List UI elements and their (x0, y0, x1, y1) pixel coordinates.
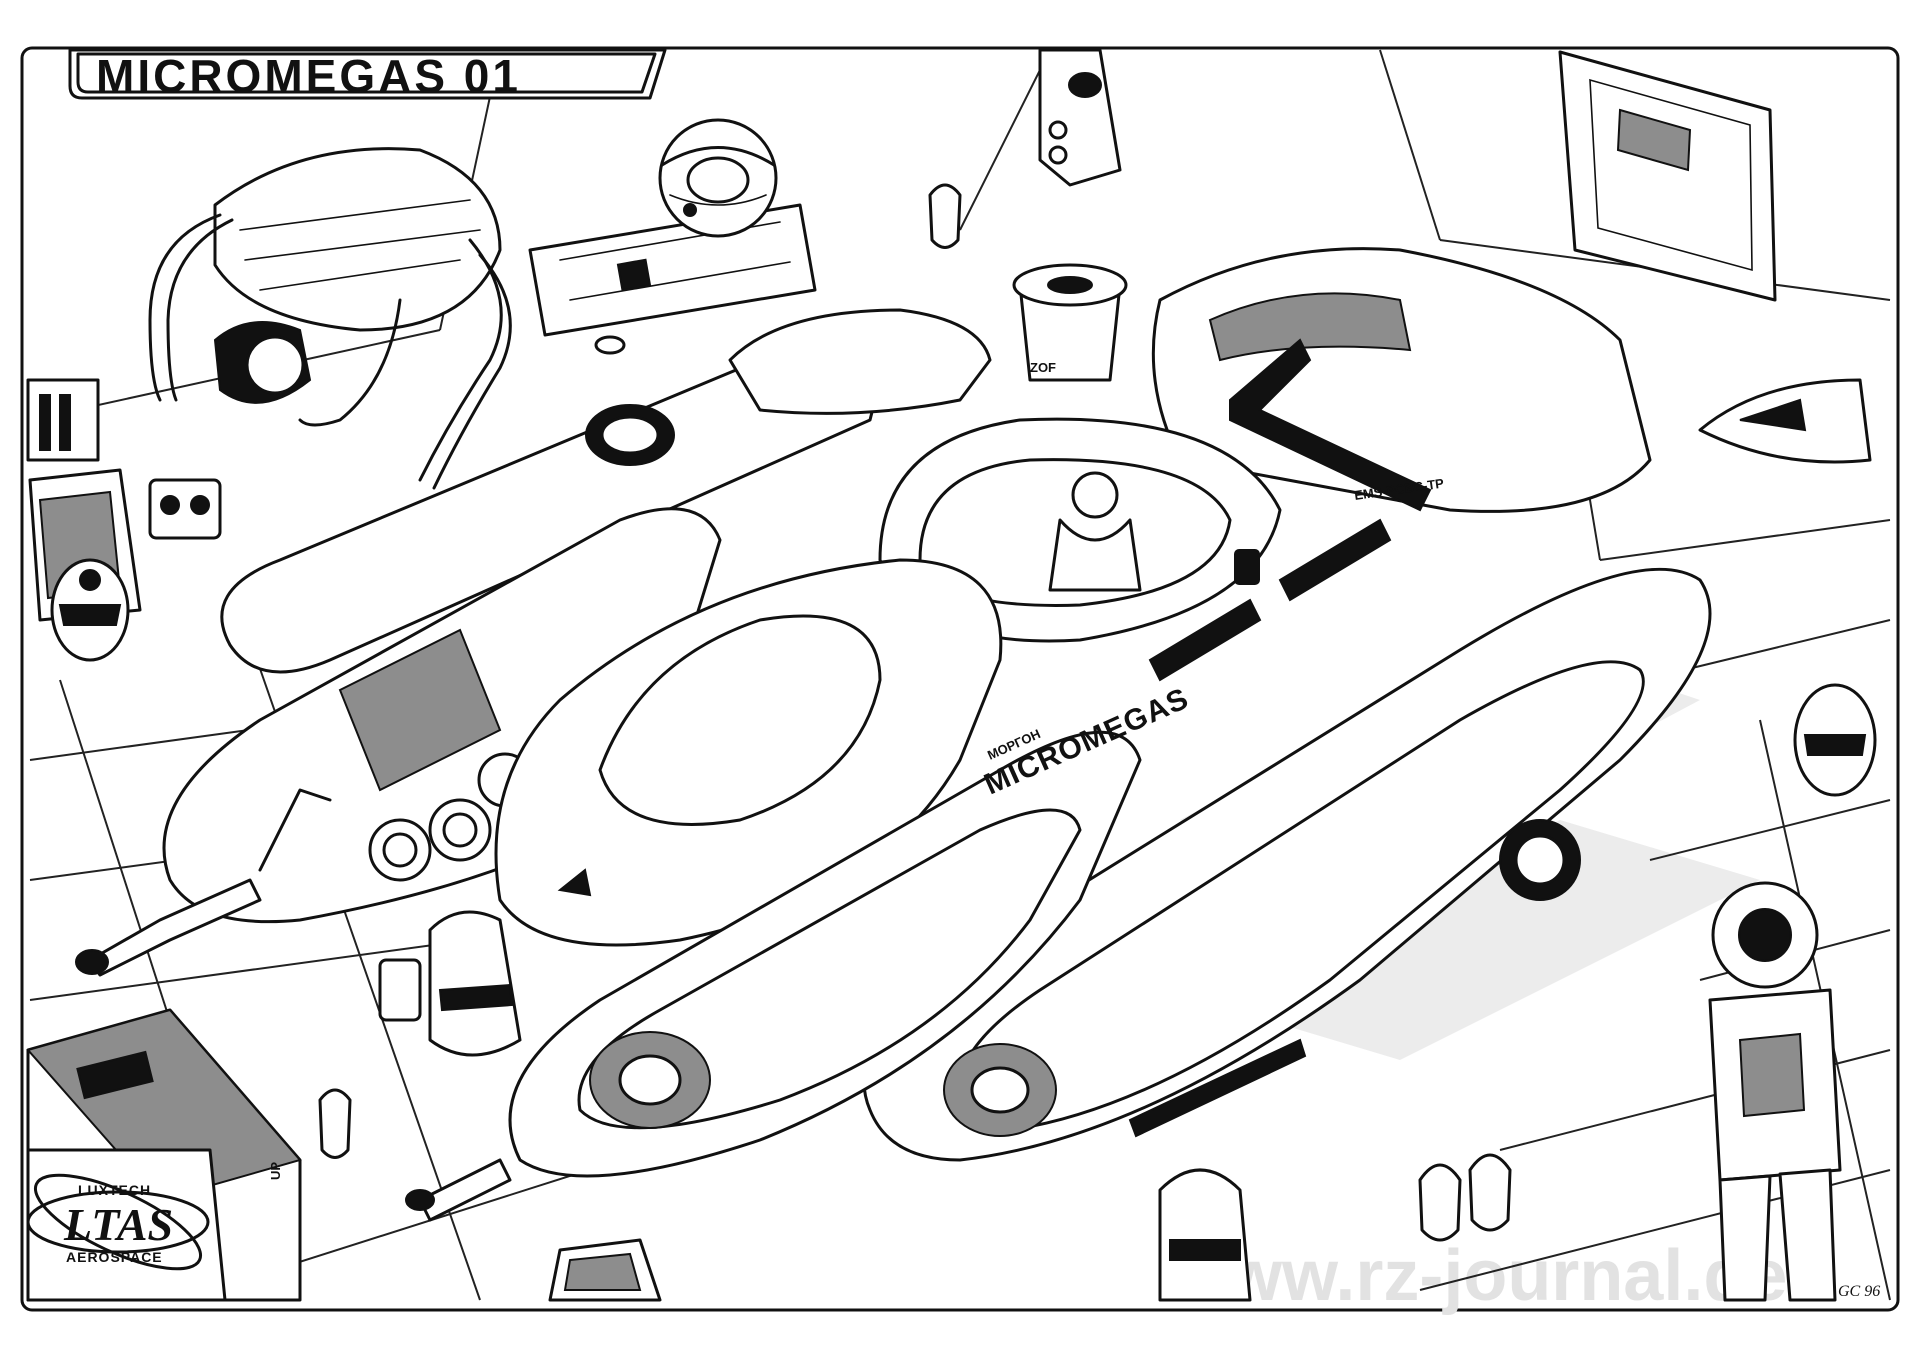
sphere-pod (658, 118, 778, 238)
logo-middle-text: LTAS (63, 1199, 173, 1250)
wall-panel-top (1038, 48, 1122, 187)
floor-marking: UP (268, 1162, 283, 1180)
title-banner: MICROMEGAS 01 (68, 48, 667, 102)
logo-bottom-text: AEROSPACE (66, 1249, 163, 1265)
service-droid-mid (378, 910, 522, 1057)
floor-marking-text: UP (268, 1162, 283, 1180)
page-title: MICROMEGAS 01 (96, 50, 521, 102)
page-frame (20, 46, 1900, 1312)
wall-screen (1558, 50, 1777, 302)
artist-signature: GC 96 (1838, 1283, 1880, 1300)
service-droid-left (50, 558, 130, 662)
company-logo: LUXTECH LTAS AEROSPACE (26, 1148, 227, 1302)
service-droid-bottom (1158, 1168, 1252, 1302)
parked-shuttle (1698, 378, 1872, 464)
pod-label: ZOF (1030, 360, 1056, 375)
astronaut-figure (1708, 881, 1842, 1302)
logo-top-text: LUXTECH (78, 1182, 151, 1198)
service-droid-right (1793, 683, 1877, 797)
maintenance-robot (148, 147, 512, 490)
alien-figures (318, 183, 1512, 1242)
floor-hatch (548, 1238, 662, 1302)
micromegas-ship: EMS-PCBC-TP ZOF MICROMEGAS МОРГО (75, 247, 1712, 1222)
